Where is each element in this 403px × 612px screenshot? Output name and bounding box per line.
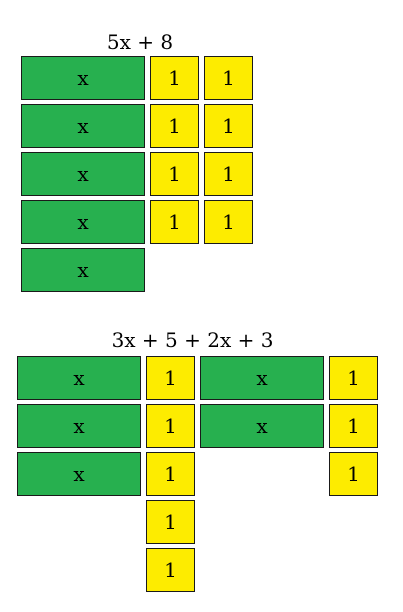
unit-tile: 1 — [146, 452, 195, 496]
unit-tile: 1 — [150, 56, 199, 100]
x-tile: x — [21, 152, 145, 196]
unit-tile: 1 — [204, 104, 253, 148]
x-tile: x — [21, 248, 145, 292]
unit-tile: 1 — [150, 152, 199, 196]
unit-tile: 1 — [204, 56, 253, 100]
x-tile: x — [21, 200, 145, 244]
unit-tile: 1 — [204, 152, 253, 196]
unit-tile: 1 — [146, 404, 195, 448]
x-tile: x — [21, 104, 145, 148]
x-tile: x — [200, 404, 324, 448]
x-tile: x — [17, 404, 141, 448]
unit-tile: 1 — [146, 548, 195, 592]
x-tile: x — [21, 56, 145, 100]
unit-tile: 1 — [150, 104, 199, 148]
expression-top-label: 5x + 8 — [106, 30, 174, 54]
unit-tile: 1 — [329, 356, 378, 400]
x-tile: x — [17, 356, 141, 400]
x-tile: x — [17, 452, 141, 496]
unit-tile: 1 — [146, 356, 195, 400]
unit-tile: 1 — [204, 200, 253, 244]
expression-bottom-label: 3x + 5 + 2x + 3 — [111, 328, 274, 352]
unit-tile: 1 — [150, 200, 199, 244]
unit-tile: 1 — [146, 500, 195, 544]
unit-tile: 1 — [329, 452, 378, 496]
unit-tile: 1 — [329, 404, 378, 448]
x-tile: x — [200, 356, 324, 400]
